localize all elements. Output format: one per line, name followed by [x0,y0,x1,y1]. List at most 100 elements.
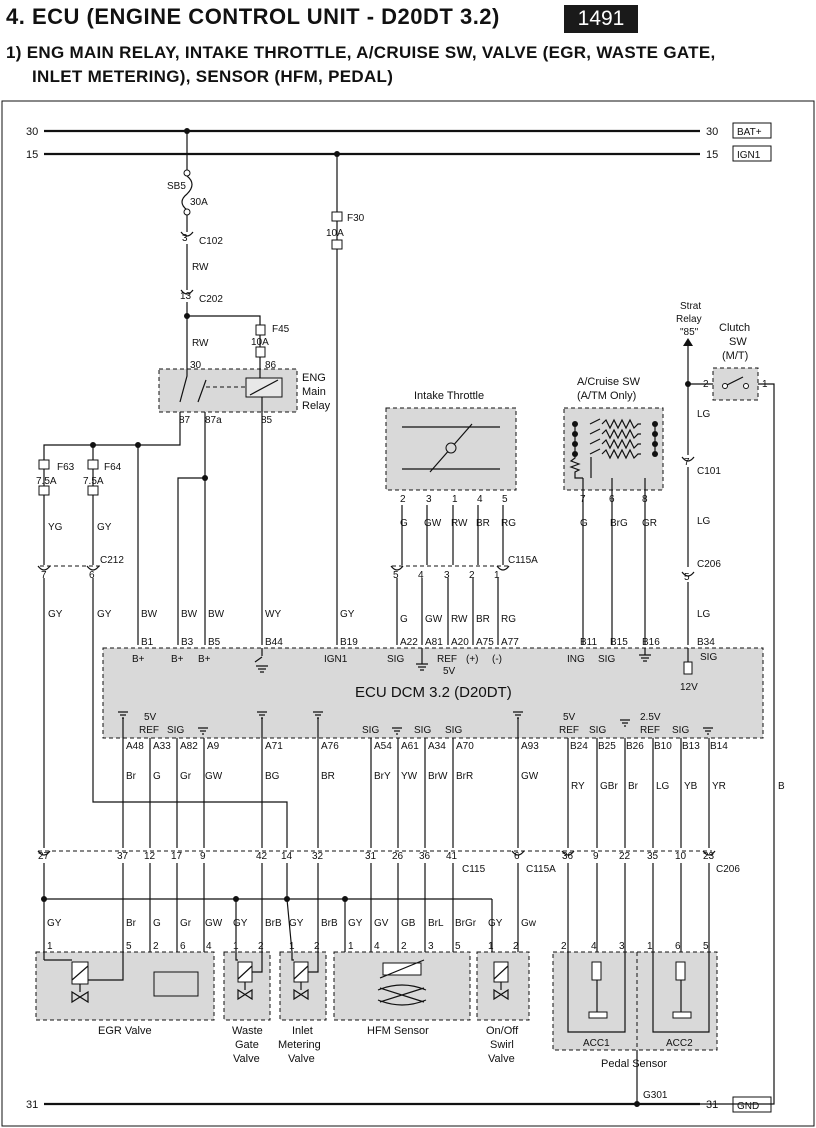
throttle-wire-upper-3: BR [476,518,490,529]
wire-bw1: BW [141,609,158,620]
cruise-switch-contacts [569,418,658,479]
ecu-bpin-a33: A33 [153,741,171,752]
bat-tag: BAT+ [737,127,762,138]
throttle-wire-lower-3: BR [476,614,490,625]
throttle-wire-upper-4: RG [501,518,516,529]
ecu-func-bplus1: B+ [132,654,145,665]
lr-wire-5: YR [712,781,726,792]
egr-label: EGR Valve [98,1025,152,1037]
hfm-pin-3: 3 [428,941,434,952]
f64-label: F64 [104,462,122,473]
ecu-bfunc-ref3: REF [640,725,660,736]
hfm-pin-4: 5 [455,941,461,952]
ecu-bpin-b24: B24 [570,741,588,752]
lw-wire-8: BrW [428,771,448,782]
lr-wire-3: LG [656,781,670,792]
gnd-tag: GND [737,1101,759,1112]
ecu-func-sig2: SIG [598,654,615,665]
throttle-pin-5: 5 [502,494,508,505]
ecu-bfunc-sig1: SIG [167,725,184,736]
ecu-func-12v: 12V [680,682,698,693]
c101-label: C101 [697,466,721,477]
c115-pin-32: 32 [312,851,324,862]
ign-tag: IGN1 [737,150,761,161]
ecu-bfunc-2-5v: 2.5V [640,712,661,723]
cruise-label-line2: (A/TM Only) [577,390,636,402]
relay-pin87a: 87a [205,415,222,426]
ecu-bfunc-sig3: SIG [414,725,431,736]
im-label-line1: Inlet [292,1025,313,1037]
ecu-func-ing: ING [567,654,585,665]
wire-bw2: BW [181,609,198,620]
pedal-acc1: ACC1 [583,1038,610,1049]
im-wire-1: BrB [321,918,338,929]
throttle-pin-4: 4 [477,494,483,505]
wg-pin-1: 2 [258,941,264,952]
sw-label-line1: On/Off [486,1025,519,1037]
swirl-valve: GY Gw 1 2 On/Off Swirl Valve [476,918,537,1065]
ecu-pin-a22: A22 [400,637,418,648]
ecu-pin-b5: B5 [208,637,221,648]
egr-wire-2: G [153,918,161,929]
start-relay-line1: Strat [680,301,701,312]
c202-label: C202 [199,294,223,305]
eng-main-relay: ENG Main Relay 87 87a 85 [158,368,331,426]
pedal-sensor: 2 4 3 1 6 5 ACC1 ACC2 Pedal Sensor [552,941,718,1104]
hfm-wire-2: GB [401,918,416,929]
c206-lower-pin-35: 35 [647,851,659,862]
cruise-wire-1: BrG [610,518,628,529]
cruise-pin-7: 7 [580,494,586,505]
throttle-wire-upper-0: G [400,518,408,529]
c206-lower-pin-36: 36 [562,851,574,862]
ecu-func-ref: REF [437,654,457,665]
lw-wire-3: GW [205,771,223,782]
ecu-bfunc-sig4: SIG [445,725,462,736]
relay-outputs: F63 7.5A F64 7.5A YG GY 7 6 C212 GY GY B… [36,412,288,848]
c212-pin-7: 7 [41,570,47,581]
ecu-bpin-a61: A61 [401,741,419,752]
wg-label-line2: Gate [235,1039,259,1051]
sb5-amp: 30A [190,197,208,208]
ecu-bfunc-5v-b: 5V [563,712,576,723]
c202-pin: 13 [180,291,192,302]
throttle-wire-lower-1: GW [425,614,443,625]
lr-wire-1: GBr [600,781,618,792]
wire-rw-lower: RW [192,338,209,349]
ecu-bfunc-ref1: REF [139,725,159,736]
c115-pin-14: 14 [281,851,293,862]
throttle-pin-2: 2 [400,494,406,505]
f63-amp: 7.5A [36,476,57,487]
c206-lower-pin-10: 10 [675,851,687,862]
lw-wire-6: BrY [374,771,391,782]
hfm-label: HFM Sensor [367,1025,429,1037]
ecu-pin-a20: A20 [451,637,469,648]
c102-label: C102 [199,236,223,247]
c206-lower-pin-9: 9 [593,851,599,862]
clutch-label-line1: Clutch [719,322,750,334]
ecu-bpin-b26: B26 [626,741,644,752]
ecu-pin-b15: B15 [610,637,628,648]
waste-gate-valve: GY BrB 1 2 Waste Gate Valve [223,918,282,1065]
sw-wire-1: Gw [521,918,537,929]
f64-amp: 7.5A [83,476,104,487]
egr-wire-0: GY [47,918,62,929]
relay-pin85: 85 [261,415,273,426]
wire-rw-upper: RW [192,262,209,273]
ecu-func-plus: (+) [466,654,479,665]
ecu-bpin-a82: A82 [180,741,198,752]
wg-wire-0: GY [233,918,248,929]
lr-wire-0: RY [571,781,585,792]
lw-wire-10: GW [521,771,539,782]
ecu-bpin-a93: A93 [521,741,539,752]
lr-wire-2: Br [628,781,639,792]
c101-pin: 7 [684,457,690,468]
pedal-pin-2: 3 [619,941,625,952]
ecu-pin-b1: B1 [141,637,154,648]
ecu-pin-a81: A81 [425,637,443,648]
egr-wire-3: Gr [180,918,192,929]
sw-pin-0: 1 [488,941,494,952]
sw-pin-1: 2 [513,941,519,952]
c206-lower-label: C206 [716,864,740,875]
wire-wy: WY [265,609,281,620]
lw-wire-7: YW [401,771,418,782]
